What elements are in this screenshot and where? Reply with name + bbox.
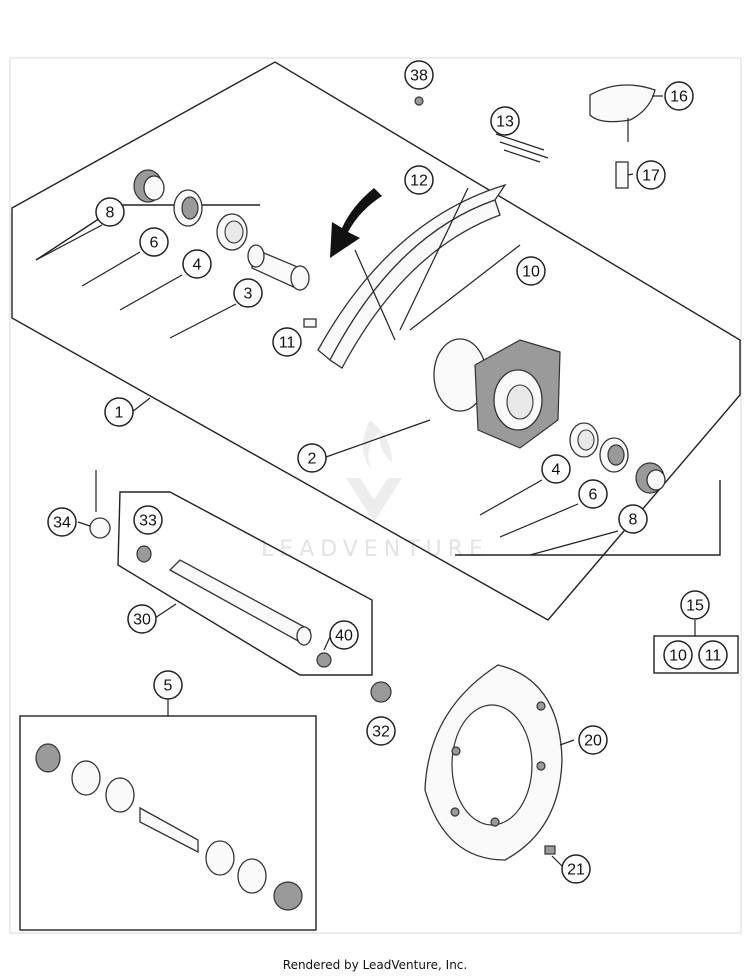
bearing-part-lower <box>569 422 599 458</box>
nut-part <box>370 681 392 703</box>
callout-6-upper: 6 <box>139 227 169 257</box>
svg-text:11: 11 <box>279 335 296 352</box>
callout-4-upper: 4 <box>182 249 212 279</box>
svg-text:21: 21 <box>567 862 585 879</box>
callout-32: 32 <box>366 716 396 746</box>
svg-text:10: 10 <box>522 264 540 281</box>
screw-part <box>303 318 317 328</box>
wheel-assembly-frame <box>11 61 741 621</box>
svg-text:34: 34 <box>53 515 71 532</box>
svg-text:4: 4 <box>193 257 202 274</box>
seal-part-upper <box>133 169 165 203</box>
svg-text:6: 6 <box>589 487 598 504</box>
callout-2: 2 <box>297 443 327 473</box>
callout-10-box: 10 <box>663 640 693 670</box>
svg-text:8: 8 <box>106 205 115 222</box>
callout-16: 16 <box>664 81 694 111</box>
svg-text:10: 10 <box>669 648 687 665</box>
spare-spoke-box <box>653 635 739 674</box>
svg-text:40: 40 <box>335 628 353 645</box>
axle-group-frame <box>117 491 373 676</box>
diagram-border <box>9 57 742 934</box>
callout-12: 12 <box>404 165 434 195</box>
brake-disc-part <box>424 664 563 861</box>
callout-10-rim: 10 <box>516 256 546 286</box>
callout-13: 13 <box>490 106 520 136</box>
svg-text:4: 4 <box>552 462 561 479</box>
svg-text:30: 30 <box>133 612 151 629</box>
callout-8-upper: 8 <box>95 197 125 227</box>
direction-arrow <box>330 188 382 258</box>
svg-text:15: 15 <box>686 598 704 615</box>
bearing-part-lower-2 <box>599 437 629 473</box>
svg-text:1: 1 <box>115 405 124 422</box>
nipple-part <box>615 161 629 189</box>
callout-17: 17 <box>636 160 666 190</box>
svg-text:16: 16 <box>670 89 688 106</box>
stand-part <box>589 84 656 142</box>
callout-5: 5 <box>153 670 183 700</box>
bearing-kit-parts <box>35 743 303 911</box>
spoke-set-part <box>495 133 549 163</box>
callout-15: 15 <box>680 590 710 620</box>
callout-3: 3 <box>233 278 263 308</box>
leader-lines <box>35 95 696 867</box>
callout-8-lower: 8 <box>618 504 648 534</box>
callout-33: 33 <box>133 505 163 535</box>
callout-1: 1 <box>104 397 134 427</box>
svg-text:12: 12 <box>410 173 428 190</box>
svg-text:13: 13 <box>496 114 514 131</box>
svg-text:5: 5 <box>164 678 173 695</box>
svg-text:17: 17 <box>642 168 660 185</box>
callout-21: 21 <box>561 854 591 884</box>
disc-bolt-part <box>544 845 556 855</box>
callout-20: 20 <box>578 725 608 755</box>
callout-40: 40 <box>329 620 359 650</box>
callout-34: 34 <box>47 507 77 537</box>
svg-text:38: 38 <box>410 68 428 85</box>
watermark-text: LEADVENTURE <box>261 537 489 562</box>
svg-text:6: 6 <box>150 235 159 252</box>
axle-part <box>136 545 332 668</box>
ball-part <box>414 96 424 106</box>
callout-11-screw: 11 <box>272 327 302 357</box>
bearing-group-frame-right <box>455 480 721 556</box>
svg-text:3: 3 <box>244 286 253 303</box>
callout-11-box: 11 <box>698 640 728 670</box>
footer-credit: Rendered by LeadVenture, Inc. <box>282 958 468 972</box>
seal-part-lower <box>635 462 666 494</box>
svg-text:20: 20 <box>584 733 602 750</box>
callout-4-lower: 4 <box>541 454 571 484</box>
callout-6-lower: 6 <box>578 479 608 509</box>
svg-text:32: 32 <box>372 724 390 741</box>
clamp-part <box>89 470 111 539</box>
bearing-part-upper-2 <box>216 213 248 251</box>
svg-text:8: 8 <box>629 512 638 529</box>
bearing-part-upper <box>173 189 203 227</box>
svg-text:11: 11 <box>705 648 722 665</box>
rim-part <box>317 183 521 369</box>
svg-text:33: 33 <box>139 513 157 530</box>
svg-text:2: 2 <box>308 451 317 468</box>
spacer-part-upper <box>247 244 310 292</box>
hub-part <box>433 338 561 449</box>
callout-38: 38 <box>404 60 434 90</box>
callout-30: 30 <box>127 604 157 634</box>
watermark-logo <box>346 420 402 522</box>
